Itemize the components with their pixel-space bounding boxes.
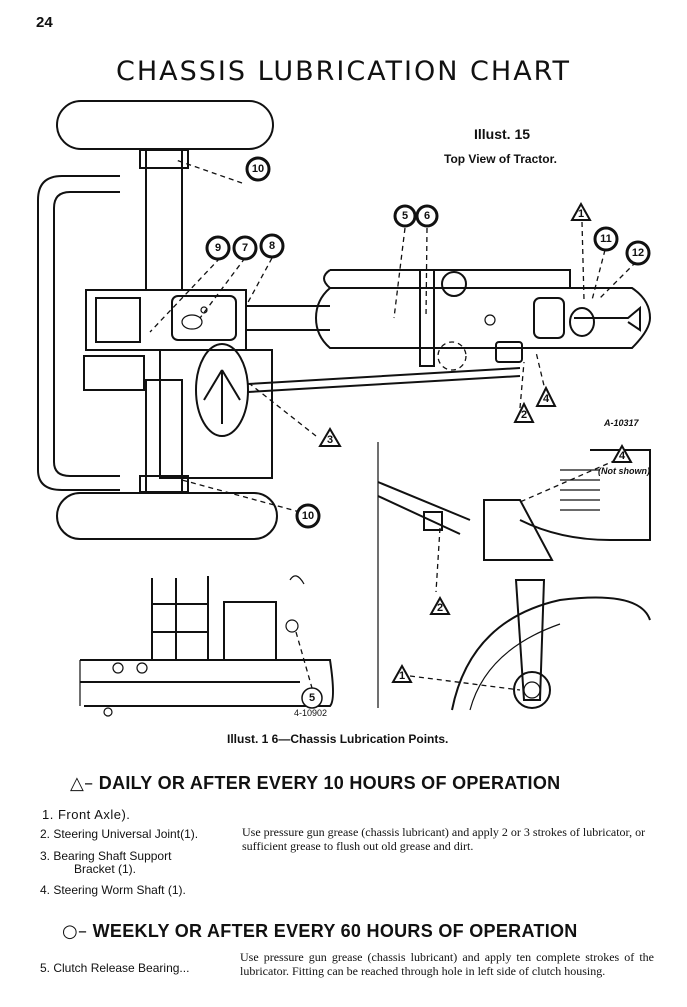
callout-triangle-3: 3 [327,434,333,446]
steering-wheel [195,343,249,437]
callout-triangle-1-top: 1 [578,208,584,220]
callout-10-top: 10 [252,163,264,175]
callout-triangle-4-bottom: 4 [619,450,626,462]
illust-16-code: 4-10902 [294,708,328,718]
rear-tire-bottom [56,492,278,540]
daily-item-3-cont: Bracket (1). [74,862,137,876]
daily-heading: △– DAILY OR AFTER EVERY 10 HOURS OF OPER… [70,773,560,794]
front-axle-drawing: 2 1 4 [377,442,651,711]
weekly-item-5: 5. Clutch Release Bearing... [40,961,190,975]
daily-item-4: 4. Steering Worm Shaft (1). [40,883,186,897]
page-title: CHASSIS LUBRICATION CHART [116,56,571,87]
daily-heading-text: DAILY OR AFTER EVERY 10 HOURS OF OPERATI… [98,773,561,793]
illust-15-subtitle: Top View of Tractor. [444,152,557,166]
callout-triangle-4-top: 4 [543,393,550,405]
fender-tube [37,175,120,491]
triangle-symbol: △– [70,773,94,794]
callout-7: 7 [242,242,248,254]
not-shown-label: (Not shown) [598,466,650,476]
page-number: 24 [36,14,53,31]
illust-15-code: A-10317 [604,418,639,428]
illust-15-title: Illust. 15 [474,126,531,142]
callout-5-bottom: 5 [309,692,315,704]
weekly-instructions: Use pressure gun grease (chassis lubrica… [240,950,654,978]
callout-10-bottom: 10 [302,510,314,522]
rear-axle-housing [145,149,183,291]
callout-9: 9 [215,242,221,254]
daily-item-1: 1. Front Axle). [42,807,131,822]
callout-triangle-2-bottom: 2 [437,602,443,614]
callout-5-top: 5 [402,210,408,222]
daily-item-2: 2. Steering Universal Joint(1). [40,827,199,841]
tractor-diagrams: 10 9 7 8 5 6 11 12 10 1 2 4 3 5 [37,100,652,717]
rear-tire-top [56,100,274,150]
illust-16-caption: Illust. 1 6—Chassis Lubrication Points. [227,732,449,746]
callout-triangle-2-top: 2 [521,409,527,421]
engine-hood [314,287,652,349]
callout-12: 12 [632,247,644,259]
weekly-heading-text: WEEKLY OR AFTER EVERY 60 HOURS OF OPERAT… [92,921,578,941]
callout-triangle-1-bottom: 1 [399,670,405,682]
callout-11: 11 [600,233,612,245]
callout-6: 6 [424,210,430,222]
clutch-housing-drawing: 5 [79,575,334,717]
top-view-tractor-drawing: 10 9 7 8 5 6 11 12 10 1 2 4 3 [37,100,652,540]
daily-item-3: 3. Bearing Shaft Support [40,849,172,863]
circle-symbol: ○– [62,921,88,942]
daily-instructions: Use pressure gun grease (chassis lubrica… [242,825,646,853]
weekly-heading: ○– WEEKLY OR AFTER EVERY 60 HOURS OF OPE… [62,921,578,942]
callout-8: 8 [269,240,275,252]
